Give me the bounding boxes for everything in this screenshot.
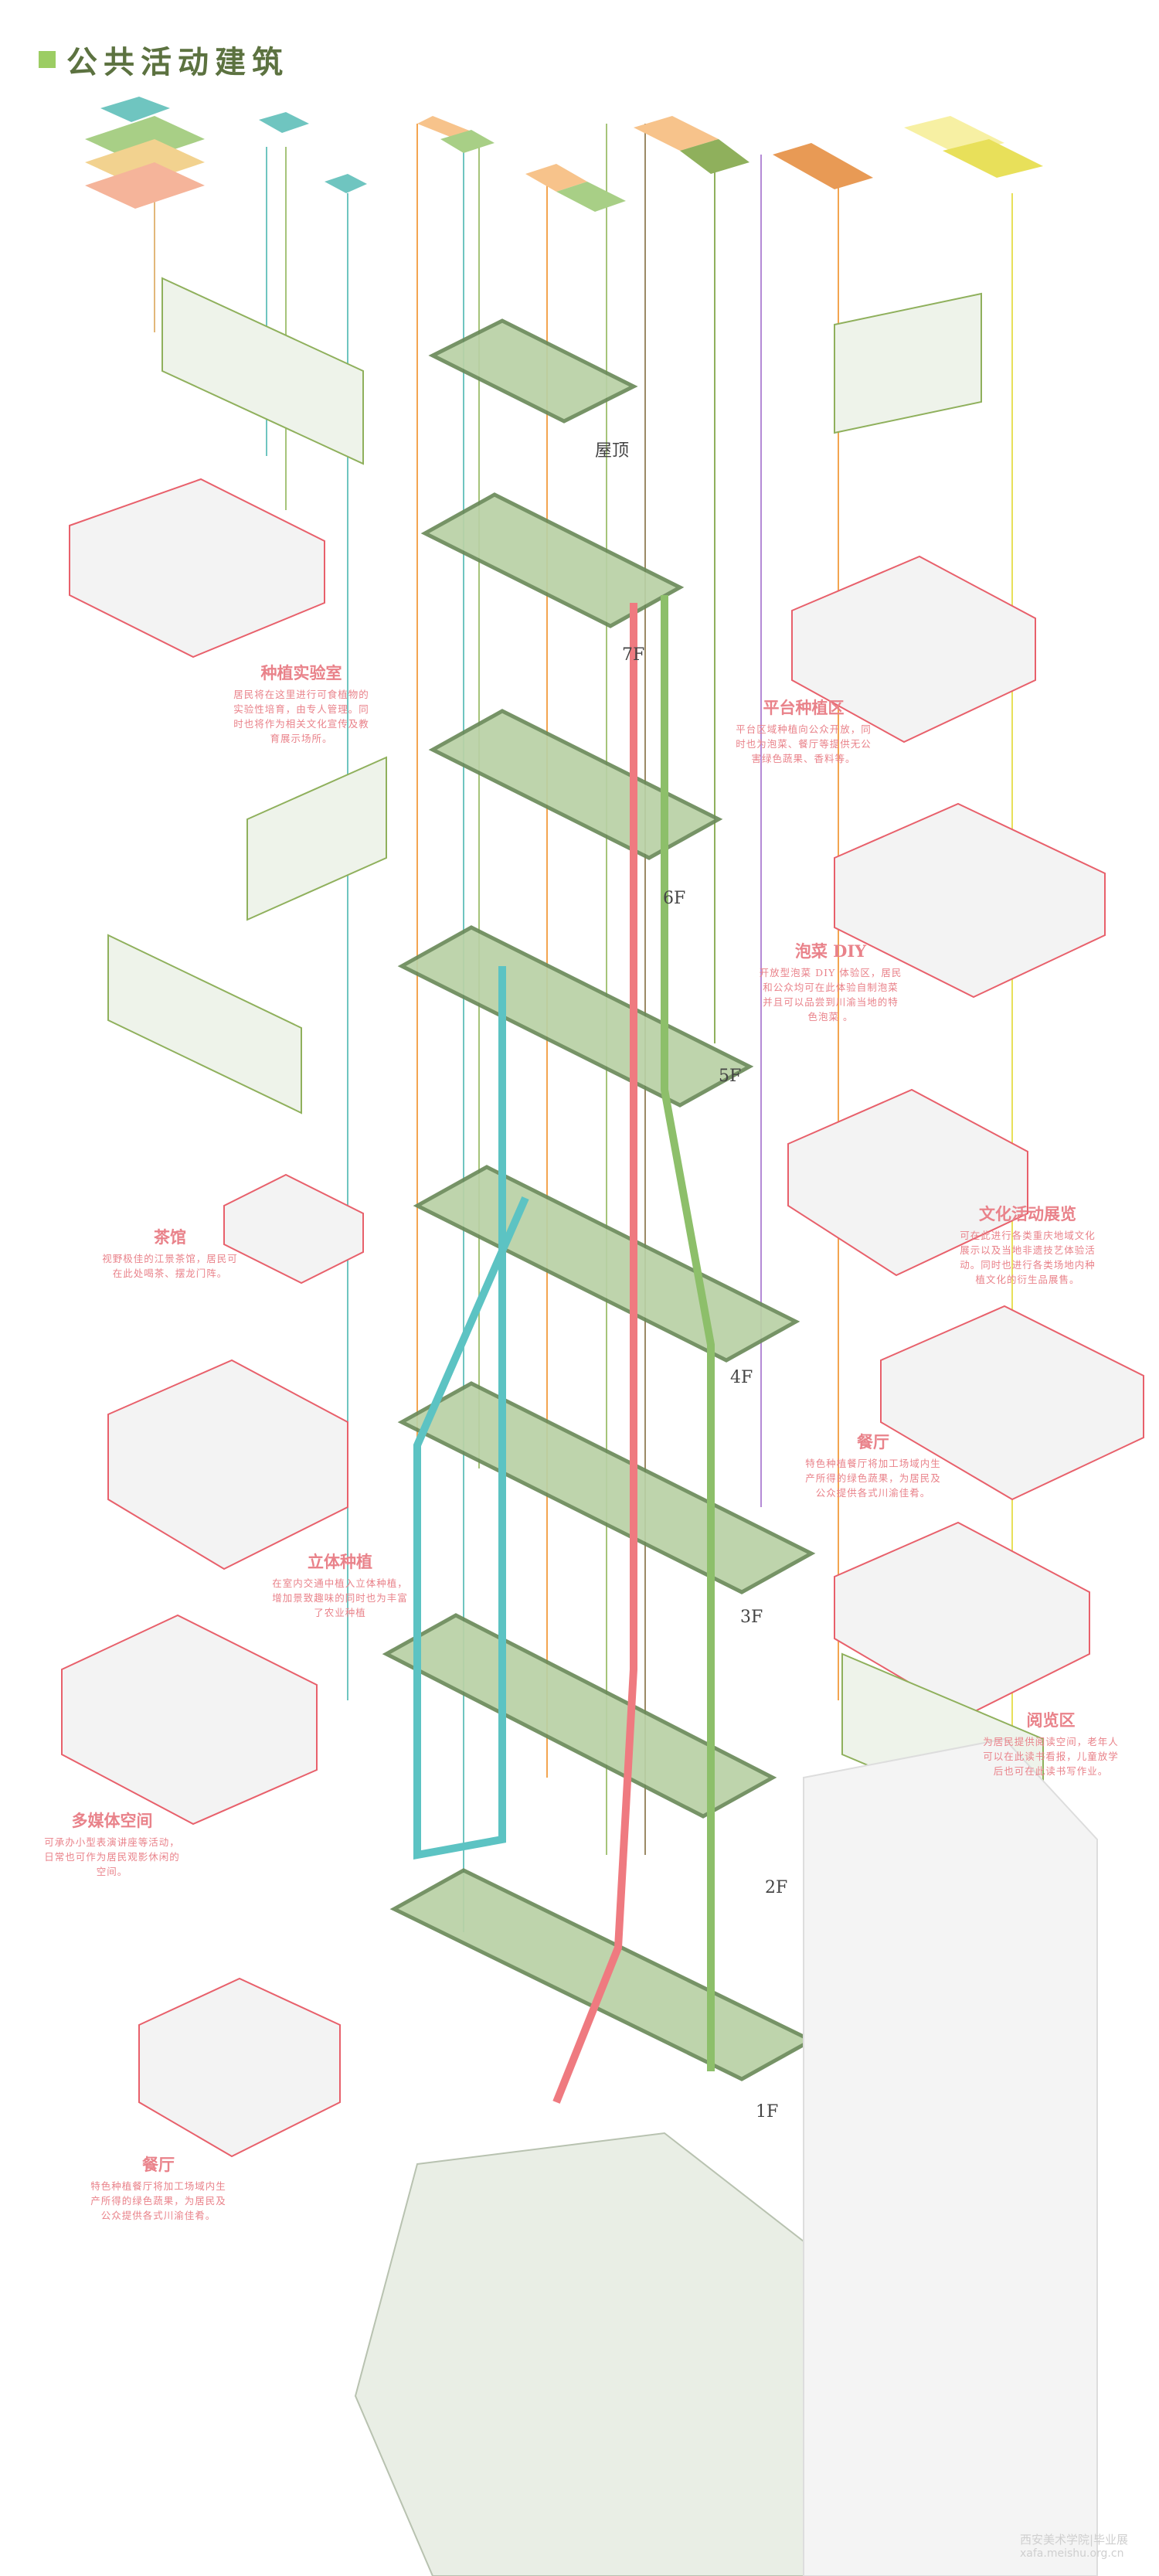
- annotation-title: 多媒体空间: [71, 1811, 153, 1830]
- annotation-title: 餐厅: [142, 2155, 175, 2174]
- annotation-title: 平台种植区: [763, 698, 845, 717]
- annotation-desc: 视野极佳的江景茶馆，居民可在此处喝茶、摆龙门阵。: [102, 1253, 238, 1279]
- floor-2f: [382, 1613, 777, 1819]
- annotation-title: 文化活动展览: [979, 1204, 1076, 1223]
- floor-label-5f: 5F: [719, 1067, 742, 1086]
- annotation-desc: 为居民提供阅读空间，老年人可以在此读书看报，儿童放学后也可在此读书写作业。: [983, 1736, 1119, 1777]
- annotation-culture-exhibition: 文化活动展览 可在此进行各类重庆地域文化展示以及当地非遗技艺体验活动。同时也进行…: [947, 1202, 1109, 1287]
- legend-blocks: [85, 97, 1043, 212]
- annotation-desc: 特色种植餐厅将加工场域内生产所得的绿色蔬果，为居民及公众提供各式川渝佳肴。: [805, 1458, 941, 1499]
- floor-label-3f: 3F: [740, 1608, 763, 1627]
- title-square-icon: [39, 51, 56, 68]
- floor-label-1f: 1F: [756, 2102, 779, 2122]
- annotation-desc: 可承办小型表演讲座等活动，日常也可作为居民观影休闲的空间。: [44, 1836, 180, 1877]
- floor-label-roof: 屋顶: [595, 441, 630, 461]
- image-boxes: [61, 478, 1144, 2158]
- annotation-multimedia: 多媒体空间 可承办小型表演讲座等活动，日常也可作为居民观影休闲的空间。: [35, 1809, 189, 1879]
- floor-plates: [382, 318, 816, 2081]
- floor-5f: [397, 925, 754, 1108]
- annotation-teahouse: 茶馆 视野极佳的江景茶馆，居民可在此处喝茶、摆龙门阵。: [93, 1225, 247, 1281]
- annotation-pickle-diy: 泡菜 DIY 开放型泡菜 DIY 体验区，居民和公众均可在此体验自制泡菜并且可以…: [753, 939, 908, 1024]
- guide-lines: [154, 124, 1013, 1932]
- annotation-desc: 特色种植餐厅将加工场域内生产所得的绿色蔬果，为居民及公众提供各式川渝佳肴。: [90, 2180, 226, 2221]
- route-red: [552, 603, 637, 2104]
- floor-6f: [428, 709, 723, 860]
- floor-1f: [389, 1868, 816, 2081]
- annotation-planting-lab: 种植实验室 居民将在这里进行可食植物的实验性培育，由专人管理。同时也将作为相关文…: [224, 661, 379, 746]
- floor-roof: [428, 318, 638, 424]
- annotation-title: 餐厅: [857, 1432, 889, 1451]
- annotation-title: 阅览区: [1026, 1710, 1076, 1730]
- annotation-title: 种植实验室: [260, 663, 342, 682]
- annotation-vertical-planting: 立体种植 在室内交通中植入立体种植，增加景致趣味的同时也为丰富了农业种植: [263, 1550, 417, 1620]
- floor-label-2f: 2F: [765, 1878, 788, 1897]
- circulation-routes: [413, 595, 715, 2104]
- floor-label-7f: 7F: [622, 645, 645, 665]
- annotation-reading-area: 阅览区 为居民提供阅读空间，老年人可以在此读书看报，儿童放学后也可在此读书写作业…: [974, 1708, 1128, 1778]
- annotation-desc: 开放型泡菜 DIY 体验区，居民和公众均可在此体验自制泡菜并且可以品尝到川渝当地…: [759, 967, 902, 1023]
- page-title: 公共活动建筑: [39, 37, 289, 82]
- annotation-title: 泡菜 DIY: [794, 941, 867, 961]
- annotation-platform-planting: 平台种植区 平台区域种植向公众开放，同时也为泡菜、餐厅等提供无公害绿色蔬果、香料…: [726, 696, 881, 766]
- floor-label-6f: 6F: [663, 889, 686, 908]
- annotation-title: 立体种植: [308, 1552, 372, 1571]
- route-cyan: [413, 966, 529, 1860]
- annotation-desc: 平台区域种植向公众开放，同时也为泡菜、餐厅等提供无公害绿色蔬果、香料等。: [736, 723, 872, 764]
- route-green: [661, 595, 715, 2071]
- annotation-desc: 在室内交通中植入立体种植，增加景致趣味的同时也为丰富了农业种植: [272, 1577, 408, 1618]
- watermark-line2: xafa.meishu.org.cn: [1020, 2547, 1124, 2560]
- annotation-title: 茶馆: [154, 1227, 186, 1247]
- floor-label-4f: 4F: [730, 1368, 753, 1387]
- annotation-desc: 可在此进行各类重庆地域文化展示以及当地非遗技艺体验活动。同时也进行各类场地内种植…: [960, 1230, 1096, 1285]
- annotation-desc: 居民将在这里进行可食植物的实验性培育，由专人管理。同时也将作为相关文化宣传及教育…: [233, 689, 369, 744]
- watermark: 西安美术学院|毕业展 xafa.meishu.org.cn: [1020, 2531, 1128, 2560]
- title-text: 公共活动建筑: [66, 44, 289, 80]
- base-building: [354, 1737, 1098, 2576]
- annotation-restaurant-lower: 餐厅 特色种植餐厅将加工场域内生产所得的绿色蔬果，为居民及公众提供各式川渝佳肴。: [81, 2152, 236, 2223]
- watermark-line1: 西安美术学院|毕业展: [1020, 2533, 1129, 2547]
- annotation-restaurant-upper: 餐厅 特色种植餐厅将加工场域内生产所得的绿色蔬果，为居民及公众提供各式川渝佳肴。: [796, 1430, 950, 1500]
- floor-7f: [420, 492, 685, 628]
